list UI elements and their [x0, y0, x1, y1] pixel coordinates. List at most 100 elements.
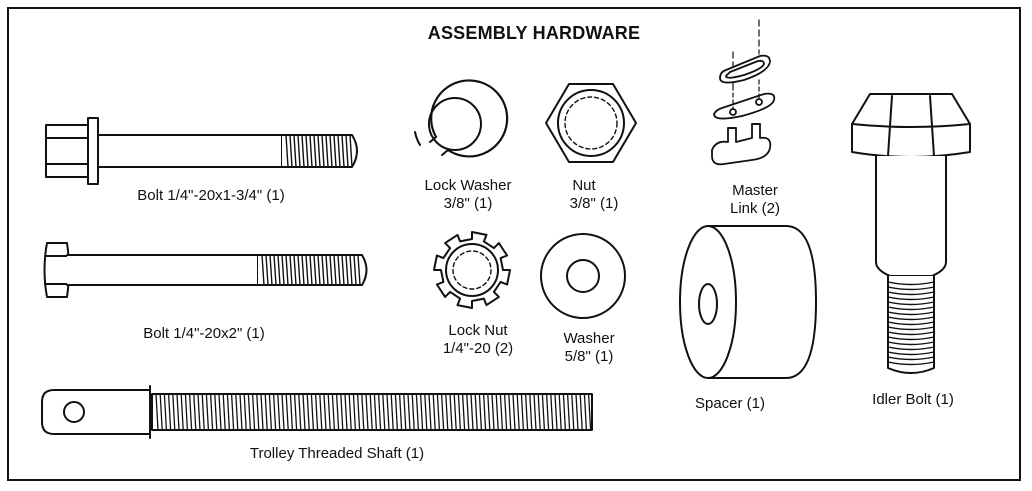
bolt-thread-line — [317, 254, 321, 286]
shaft-thread-line — [319, 393, 323, 431]
idler-thread-line — [887, 341, 935, 346]
label-flange-bolt: Bolt 1/4"-20x1-3/4" (1) — [137, 187, 285, 204]
shaft-thread-line — [373, 393, 378, 431]
shaft-thread-line — [184, 393, 189, 431]
idler-thread-line — [887, 281, 935, 286]
shaft-thread-line — [520, 393, 525, 431]
bolt-thread-line — [325, 254, 329, 286]
label-lock-nut-line2: 1/4"-20 (2) — [442, 340, 514, 357]
shaft-thread-line — [243, 393, 247, 431]
shaft-thread-line — [474, 393, 478, 431]
label-master-link-line2: Link (2) — [729, 200, 781, 217]
bolt-thread-line — [321, 254, 325, 286]
lock-nut-drawing — [433, 231, 511, 309]
shaft-thread-line — [365, 393, 369, 431]
shaft-thread-line — [235, 393, 239, 431]
bolt-thread-line — [277, 254, 281, 286]
idler-thread-line — [887, 306, 935, 311]
shaft-thread-line — [470, 393, 474, 431]
idler-thread-line — [887, 361, 935, 366]
shaft-thread-line — [226, 393, 231, 431]
idler-thread-line — [887, 301, 935, 306]
idler-thread-line — [887, 326, 935, 331]
shaft-thread-line — [415, 393, 420, 431]
bolt-thread-line — [313, 254, 317, 286]
shaft-thread-line — [545, 393, 550, 431]
label-spacer: Spacer (1) — [694, 395, 766, 412]
label-trolley-shaft: Trolley Threaded Shaft (1) — [249, 445, 425, 462]
bolt-thread-line — [285, 134, 289, 168]
shaft-thread-line — [361, 393, 365, 431]
label-nut-line2: 3/8" (1) — [569, 195, 619, 212]
bolt-thread-line — [329, 254, 333, 286]
shaft-thread-line — [348, 393, 352, 431]
label-lock-nut: Lock Nut 1/4"-20 (2) — [443, 322, 513, 358]
shaft-thread-line — [449, 393, 453, 431]
shaft-thread-line — [550, 393, 554, 431]
label-lock-washer-line2: 3/8" (1) — [443, 195, 493, 212]
spacer-drawing — [679, 225, 817, 379]
shaft-thread-line — [377, 393, 382, 431]
shaft-thread-line — [167, 393, 172, 431]
shaft-thread-line — [478, 393, 483, 431]
label-lock-washer: Lock Washer 3/8" (1) — [425, 177, 512, 213]
label-lock-nut-line1: Lock Nut — [448, 322, 508, 339]
shaft-thread-line — [575, 393, 579, 431]
shaft-thread-line — [491, 393, 495, 431]
shaft-thread-line — [188, 393, 193, 431]
shaft-thread-line — [533, 393, 537, 431]
bolt-thread-line — [273, 254, 277, 286]
bolt-thread-line — [305, 254, 309, 286]
bolt-thread-line — [357, 254, 361, 286]
shaft-thread-line — [562, 393, 567, 431]
shaft-thread-line — [516, 393, 520, 431]
shaft-thread-line — [436, 393, 441, 431]
shaft-thread-line — [302, 393, 306, 431]
shaft-thread-line — [445, 393, 449, 431]
shaft-thread-line — [537, 393, 541, 431]
bolt-thread-line — [337, 254, 341, 286]
idler-thread-line — [887, 291, 935, 296]
shaft-thread-line — [558, 393, 562, 431]
bolt-thread-line — [293, 254, 297, 286]
label-nut-line1: Nut — [572, 177, 596, 194]
shaft-thread-line — [264, 393, 268, 431]
shaft-thread-line — [344, 393, 348, 431]
bolt-thread-line — [309, 134, 313, 168]
shaft-thread-line — [583, 393, 588, 431]
shaft-thread-line — [331, 393, 336, 431]
bolt-thread-line — [313, 134, 317, 168]
nut-drawing — [545, 83, 637, 163]
shaft-thread-line — [541, 393, 546, 431]
shaft-thread-line — [306, 393, 310, 431]
bolt-thread-line — [345, 134, 349, 168]
shaft-thread-line — [403, 393, 407, 431]
shaft-thread-line — [466, 393, 470, 431]
bolt-thread-line — [349, 134, 353, 168]
label-washer: Washer 5/8" (1) — [563, 330, 614, 366]
shaft-thread-line — [356, 393, 361, 431]
shaft-thread-line — [461, 393, 466, 431]
bolt-thread-line — [329, 134, 333, 168]
idler-thread-line — [887, 351, 935, 356]
shaft-thread-line — [214, 393, 218, 431]
idler-bolt-drawing — [851, 93, 971, 374]
shaft-thread-line — [314, 393, 319, 431]
washer-drawing — [540, 233, 626, 319]
shaft-thread-line — [239, 393, 243, 431]
shaft-thread-line — [382, 393, 386, 431]
idler-thread-line — [887, 311, 935, 316]
shaft-thread-line — [587, 393, 592, 431]
bolt-thread-line — [341, 254, 345, 286]
shaft-thread-line — [272, 393, 277, 431]
label-nut: Nut 3/8" (1) — [570, 177, 619, 213]
shaft-thread-line — [176, 393, 180, 431]
shaft-thread-line — [209, 393, 214, 431]
bolt-thread-line — [269, 254, 273, 286]
bolt-thread-line — [341, 134, 345, 168]
idler-thread-line — [887, 336, 935, 341]
hex-bolt-drawing — [43, 242, 368, 298]
shaft-thread-line — [407, 393, 411, 431]
shaft-thread-line — [369, 393, 373, 431]
bolt-thread-line — [289, 254, 293, 286]
